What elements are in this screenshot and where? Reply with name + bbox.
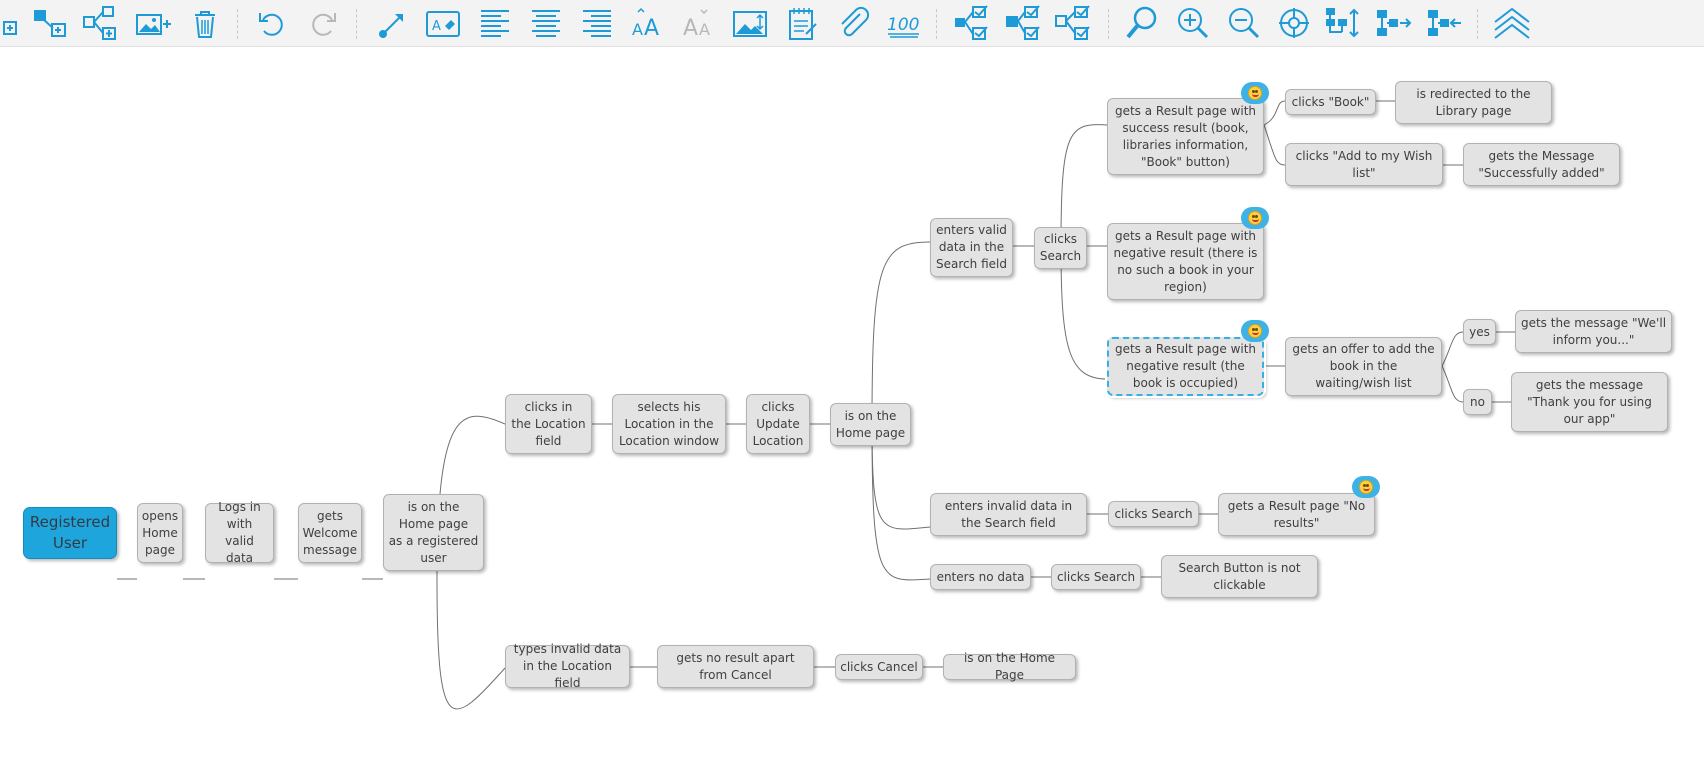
node-offer-waiting[interactable]: gets an offer to add the book in the wai… bbox=[1285, 337, 1442, 396]
layout-left-icon[interactable] bbox=[1426, 4, 1466, 42]
node-is-on-home-page-2[interactable]: is on the Home Page bbox=[943, 651, 1076, 682]
node-result-occupied[interactable]: gets a Result page with negative result … bbox=[1107, 337, 1264, 396]
node-redirected-library[interactable]: is redirected to the Library page bbox=[1395, 81, 1552, 124]
node-enters-no-data[interactable]: enters no data bbox=[930, 564, 1031, 590]
image-size-icon[interactable] bbox=[730, 4, 770, 42]
svg-text:A: A bbox=[432, 19, 441, 34]
node-is-on-home-page[interactable]: is on the Home page bbox=[830, 403, 911, 446]
node-message-added[interactable]: gets the Message "Successfully added" bbox=[1463, 143, 1620, 186]
node-clicks-search-invalid[interactable]: clicks Search bbox=[1108, 501, 1199, 527]
node-clicks-search-valid[interactable]: clicks Search bbox=[1034, 227, 1087, 269]
redo-icon[interactable] bbox=[303, 4, 343, 42]
node-gets-welcome[interactable]: gets Welcome message bbox=[298, 503, 362, 563]
add-child-topic-icon[interactable] bbox=[81, 4, 121, 42]
node-clicks-cancel[interactable]: clicks Cancel bbox=[835, 654, 923, 680]
delete-icon[interactable] bbox=[185, 4, 225, 42]
node-opens-home-page[interactable]: opens Home page bbox=[137, 503, 183, 563]
layout-tree-icon[interactable] bbox=[1324, 4, 1364, 42]
node-result-no-book[interactable]: gets a Result page with negative result … bbox=[1107, 223, 1264, 300]
node-types-invalid-location[interactable]: types invalid data in the Location field bbox=[505, 642, 630, 690]
node-result-no-results[interactable]: gets a Result page "No results" bbox=[1218, 493, 1375, 536]
node-clicks-update-location[interactable]: clicks Update Location bbox=[746, 394, 810, 454]
node-yes[interactable]: yes bbox=[1463, 319, 1496, 345]
node-no-result-cancel[interactable]: gets no result apart from Cancel bbox=[657, 645, 814, 688]
connector-arrow-icon[interactable] bbox=[373, 4, 413, 42]
align-left-icon[interactable] bbox=[475, 4, 515, 42]
node-message-inform[interactable]: gets the message "We'll inform you..." bbox=[1515, 310, 1672, 353]
layout-right-icon[interactable] bbox=[1375, 4, 1415, 42]
emoji-tongue-icon bbox=[1241, 82, 1269, 104]
node-message-thanks[interactable]: gets the message "Thank you for using ou… bbox=[1511, 372, 1668, 432]
mindmap-canvas[interactable]: Registered User opens Home page Logs in … bbox=[0, 47, 1704, 766]
svg-text:A: A bbox=[632, 20, 643, 39]
emoji-eyeroll-icon bbox=[1352, 476, 1380, 498]
node-enters-valid-data[interactable]: enters valid data in the Search field bbox=[930, 218, 1013, 277]
checklist-icon[interactable] bbox=[953, 4, 993, 42]
node-clicks-search-empty[interactable]: clicks Search bbox=[1051, 564, 1141, 590]
node-clicks-wish-list[interactable]: clicks "Add to my Wish list" bbox=[1285, 143, 1443, 186]
node-logs-in[interactable]: Logs in with valid data bbox=[205, 500, 274, 565]
insert-image-icon[interactable] bbox=[134, 4, 174, 42]
checklist-tree-icon[interactable] bbox=[1054, 4, 1094, 42]
add-subtopic-icon[interactable] bbox=[30, 4, 70, 42]
svg-text:A: A bbox=[699, 20, 710, 39]
root-node[interactable]: Registered User bbox=[23, 507, 117, 559]
node-enters-invalid-data[interactable]: enters invalid data in the Search field bbox=[930, 493, 1087, 536]
add-topic-icon[interactable] bbox=[0, 4, 40, 42]
svg-text:A: A bbox=[644, 16, 659, 41]
note-icon[interactable] bbox=[782, 4, 822, 42]
score-100-icon[interactable]: 100 bbox=[884, 4, 924, 42]
svg-text:100: 100 bbox=[887, 15, 919, 35]
node-is-on-home-registered[interactable]: is on the Home page as a registered user bbox=[383, 494, 484, 571]
node-result-success[interactable]: gets a Result page with success result (… bbox=[1107, 98, 1264, 175]
zoom-out-icon[interactable] bbox=[1224, 4, 1264, 42]
text-style-icon[interactable]: A bbox=[423, 4, 463, 42]
node-selects-location[interactable]: selects his Location in the Location win… bbox=[612, 394, 726, 454]
emoji-neutral-icon bbox=[1241, 207, 1269, 229]
search-icon[interactable] bbox=[1122, 4, 1162, 42]
collapse-up-icon[interactable] bbox=[1492, 4, 1532, 42]
undo-icon[interactable] bbox=[252, 4, 292, 42]
zoom-in-icon[interactable] bbox=[1173, 4, 1213, 42]
align-right-icon[interactable] bbox=[577, 4, 617, 42]
node-no[interactable]: no bbox=[1463, 389, 1492, 415]
checklist-branch-icon[interactable] bbox=[1004, 4, 1044, 42]
node-clicks-book[interactable]: clicks "Book" bbox=[1285, 89, 1376, 115]
svg-text:A: A bbox=[683, 16, 698, 41]
center-icon[interactable] bbox=[1274, 4, 1314, 42]
node-clicks-location-field[interactable]: clicks in the Location field bbox=[505, 394, 592, 454]
attachment-icon[interactable] bbox=[833, 4, 873, 42]
align-center-icon[interactable] bbox=[526, 4, 566, 42]
emoji-smile-icon bbox=[1241, 320, 1269, 342]
node-search-not-clickable[interactable]: Search Button is not clickable bbox=[1161, 555, 1318, 598]
